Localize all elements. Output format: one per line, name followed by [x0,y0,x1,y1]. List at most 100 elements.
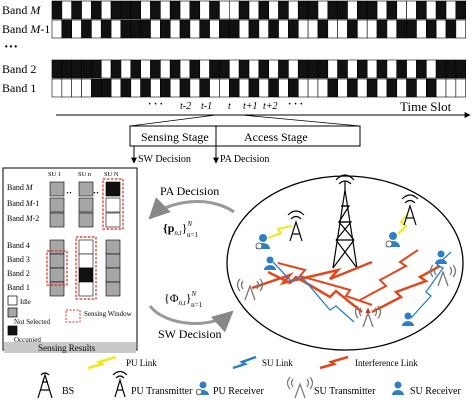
pu-receiver-legend-icon [195,381,209,396]
band-cell [278,59,289,79]
band-cell [435,59,447,79]
sensing-cell [105,281,121,297]
band-cell [130,0,141,20]
band-cell [406,59,417,79]
sensing-cell [78,239,94,255]
band-cell [179,78,191,98]
band-cell [288,59,299,79]
pa-decision-label: PA Decision [160,184,219,198]
band-cell [327,19,338,39]
band-cell [61,78,72,98]
band-cell [268,0,279,20]
band-cell [386,19,398,39]
band-cell [150,59,161,79]
band-cell [110,78,122,98]
band-cell [160,19,171,39]
sensing-cell [78,212,94,228]
access-stage-label: Access Stage [244,130,308,144]
band-cell [81,0,92,20]
band-cell [445,0,457,20]
band-cell [297,0,309,20]
band-cell [425,59,437,79]
band-cell [100,0,112,20]
su-link-1 [272,261,355,323]
band-cell [150,19,161,39]
band-cell [209,78,220,98]
pu-transmitter-legend-icon [112,370,128,398]
band-cell [248,0,260,20]
band-cell [229,0,240,20]
sensing-cell [105,212,121,228]
tick-t: t [228,101,231,112]
band-cell [61,19,72,39]
band-cell [406,78,417,98]
sensing-results-title: Sensing Results [38,343,96,353]
network-ellipse [226,175,464,351]
band-cell [455,59,467,79]
sensing-stage-label: Sensing Stage [141,130,209,144]
band-cell [416,19,427,39]
band-cell [416,0,427,20]
band-cell [396,19,407,39]
band-cell [307,0,319,20]
interference-link-3 [371,264,441,314]
band-cell [288,78,299,98]
sensing-cell [78,253,94,269]
su-link-legend-icon [232,355,257,370]
band-cell [297,59,309,79]
bs-tower-icon [332,174,358,269]
panel-band-m-2: Band M-2 [7,214,39,223]
pu-transmitter-icon [401,194,419,226]
band-grid [51,0,467,98]
band-cell [317,19,329,39]
band-cell [179,19,191,39]
band-cell [425,19,437,39]
band-cell [130,19,141,39]
band-cell [337,78,348,98]
time-axis: · · · t-2 t-1 t t+1 t+2 · · · Time Slot [56,99,471,118]
band-cell [337,19,348,39]
sensing-cell [78,281,94,297]
band-cell [317,78,329,98]
band-cell [229,19,240,39]
su-columns [46,178,124,300]
band-cell [100,19,112,39]
band-cell [366,59,378,79]
su-header-n: SU n [78,171,92,178]
band-cell [91,59,102,79]
tick-t-2: t-2 [180,101,191,112]
panel-band-4: Band 4 [7,241,30,250]
band-cell [347,19,358,39]
sw-decision-label: SW Decision [158,327,221,341]
band-cell [71,19,82,39]
band-cell [199,19,210,39]
sensing-cell [105,197,121,213]
band-cell [189,0,201,20]
stage-box [129,125,361,147]
interference-link-1 [251,260,373,290]
band-cell [357,78,368,98]
su-dots-2: ·· [93,188,99,198]
band-cell [169,78,181,98]
panel-band-2: Band 2 [7,269,30,278]
sensing-cell [105,267,121,283]
legend-idle-swatch [7,295,18,306]
tick-t+2: t+2 [263,101,278,112]
tick-t+1: t+1 [243,101,258,112]
su-header-N: SU N [104,171,119,178]
band-cell [199,0,210,20]
band-cell [61,0,72,20]
interference-link-4 [277,262,373,306]
band-cell [268,59,279,79]
band-cell [110,19,122,39]
band-cell [71,78,82,98]
pa-curved-arrow [148,197,235,220]
band-cell [416,78,427,98]
band-cell [337,59,348,79]
band-cell [199,78,210,98]
band-cell [327,78,338,98]
sw-curved-arrow [148,305,234,333]
band-label-1: Band 1 [2,81,36,95]
sensing-cell [78,197,94,213]
